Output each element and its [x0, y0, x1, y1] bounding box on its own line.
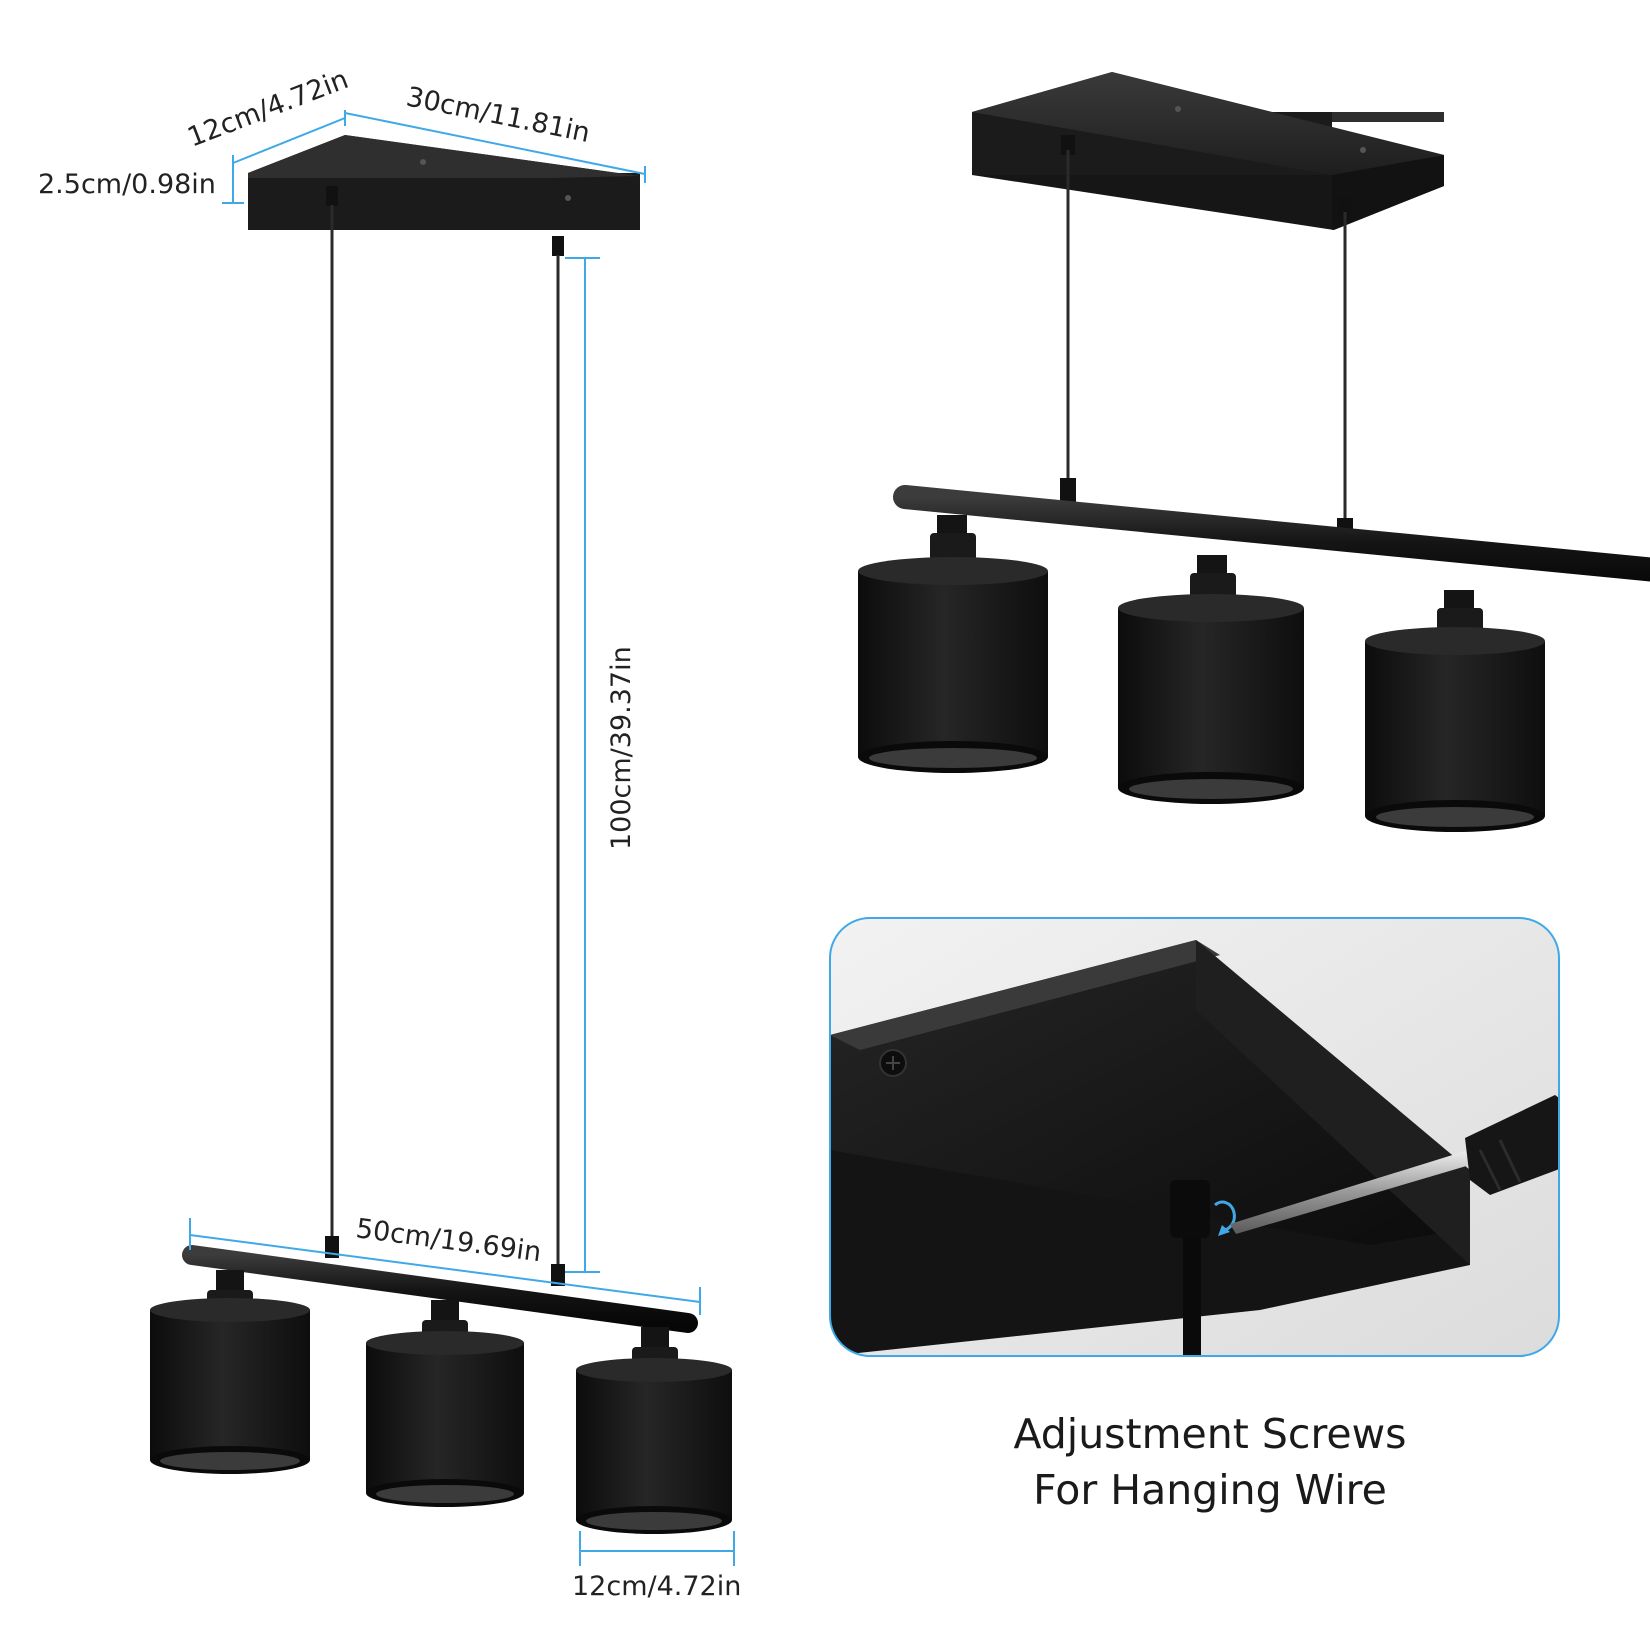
left-shade-2	[366, 1300, 524, 1507]
dim-canopy-depth: 12cm/4.72in	[183, 64, 352, 154]
right-bar	[893, 485, 1650, 582]
left-cord-grip-1	[326, 186, 338, 206]
dim-canopy-length: 30cm/11.81in	[404, 81, 593, 149]
right-shade-2	[1118, 555, 1304, 804]
left-canopy	[248, 135, 640, 230]
right-canopy	[972, 72, 1444, 230]
inset-border	[829, 917, 1560, 1357]
rotate-arrow-icon	[1213, 1200, 1236, 1232]
inset-closeup	[829, 917, 1560, 1357]
right-shade-1	[858, 515, 1048, 773]
dim-shade-diameter: 12cm/4.72in	[572, 1571, 741, 1602]
hanging-wire	[1183, 1238, 1201, 1356]
right-fixture	[858, 72, 1650, 832]
dim-hanging-length: 100cm/39.37in	[606, 646, 637, 850]
dim-canopy-height: 2.5cm/0.98in	[38, 169, 216, 200]
caption-line-2: For Hanging Wire	[1033, 1466, 1387, 1514]
left-shade-1	[150, 1270, 310, 1474]
screwdriver-handle	[1465, 1095, 1559, 1195]
left-bar	[182, 1245, 698, 1333]
wire-clamp	[1170, 1180, 1210, 1238]
left-shade-3	[576, 1327, 732, 1534]
dimension-lines	[189, 110, 735, 1566]
screwdriver-shaft	[1230, 1148, 1480, 1234]
left-fixture	[150, 135, 732, 1534]
caption-line-1: Adjustment Screws	[1013, 1410, 1407, 1458]
right-shade-3	[1365, 590, 1545, 832]
left-cord-grip-2	[552, 236, 564, 256]
